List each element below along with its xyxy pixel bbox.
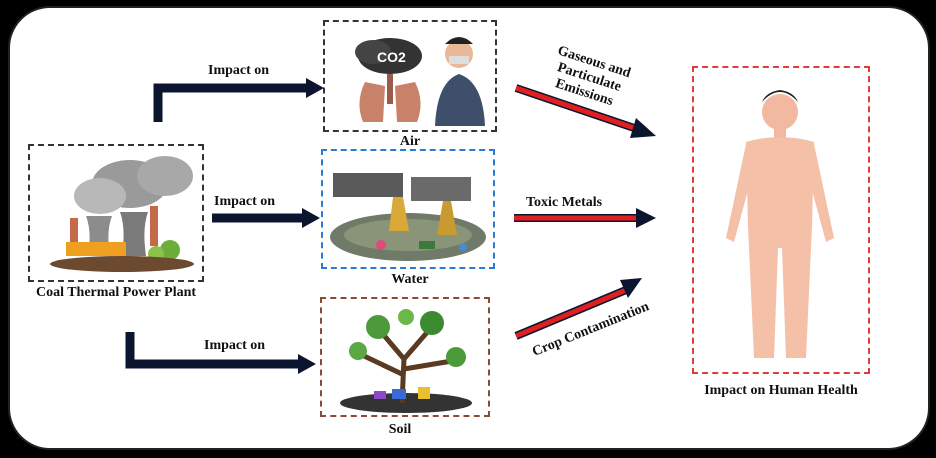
arrow-to-water-head (302, 208, 320, 228)
arrow-to-air (153, 83, 306, 122)
arrow-to-air-head (306, 78, 324, 98)
power-plant-icon (50, 156, 194, 272)
air-box: CO2 (323, 20, 497, 132)
diagram-frame: CO2 (8, 6, 930, 450)
human-health-label: Impact on Human Health (704, 383, 858, 398)
water-box (321, 149, 495, 269)
soil-box (320, 297, 490, 417)
impact-on-water-label: Impact on (214, 194, 276, 209)
power-plant-label: Coal Thermal Power Plant (35, 285, 197, 300)
arrow-emissions-head (630, 118, 656, 138)
arrow-to-soil (125, 332, 298, 369)
arrow-crop-head (620, 278, 642, 298)
air-pollution-icon: CO2 (355, 37, 485, 126)
toxic-metals-label: Toxic Metals (526, 195, 603, 210)
arrow-toxic-metals-head (636, 208, 656, 228)
human-body-icon (726, 90, 834, 358)
impact-on-air-label: Impact on (208, 63, 270, 78)
air-label: Air (399, 134, 421, 149)
soil-label: Soil (388, 422, 412, 437)
soil-tree-icon (340, 309, 472, 413)
impact-on-soil-label: Impact on (204, 338, 266, 353)
water-pollution-icon (330, 173, 486, 261)
arrow-to-soil-head (298, 354, 316, 374)
human-box (692, 66, 870, 374)
arrows-layer (125, 78, 656, 374)
power-plant-box (28, 144, 204, 282)
co2-text: CO2 (377, 49, 406, 65)
water-label: Water (391, 272, 429, 287)
